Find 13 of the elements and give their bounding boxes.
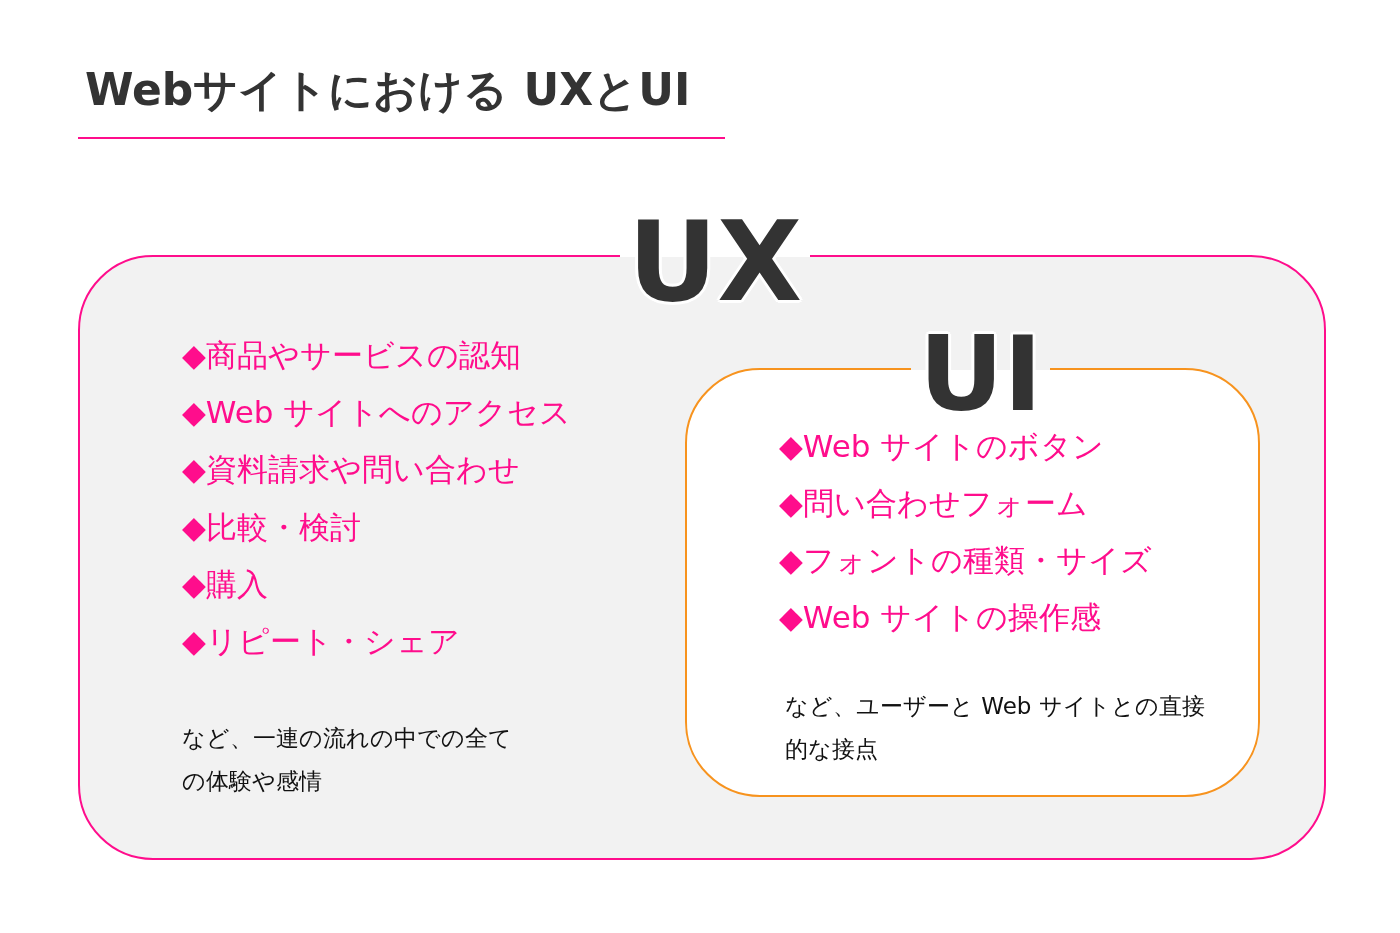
list-item: ◆購入 [182, 566, 268, 604]
list-item: ◆問い合わせフォーム [779, 485, 1088, 523]
list-item: ◆資料請求や問い合わせ [182, 451, 520, 489]
list-item: ◆Web サイトへのアクセス [182, 394, 572, 432]
list-item: ◆フォントの種類・サイズ [779, 542, 1152, 580]
title: Webサイトにおける UXとUI [85, 64, 691, 117]
note: など、ユーザーと Web サイトとの直接的な接点 [785, 692, 1205, 764]
list-item: ◆商品やサービスの認知 [182, 337, 521, 375]
list-item: ◆Web サイトの操作感 [779, 599, 1102, 637]
list-item: ◆比較・検討 [182, 509, 361, 547]
note: など、一連の流れの中での全ての体験や感情 [182, 724, 513, 796]
list-item: ◆リピート・シェア [182, 623, 460, 661]
list-item: ◆Web サイトのボタン [779, 428, 1105, 466]
